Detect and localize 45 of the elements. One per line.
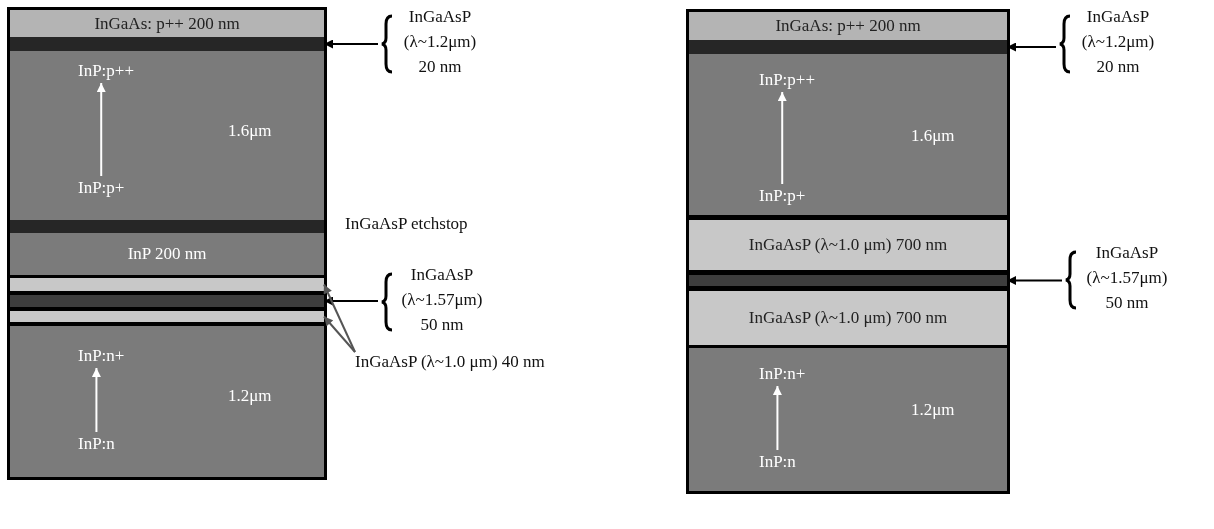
arrow — [91, 367, 101, 433]
layer-label: InGaAsP (λ~1.0 μm) 700 nm — [748, 308, 948, 328]
layer-label: InGaAsP (λ~1.0 μm) 700 nm — [748, 235, 948, 255]
layer-label: 1.6μm — [911, 126, 955, 146]
layer-label: 1.6μm — [228, 121, 272, 141]
layer-band — [10, 10, 324, 37]
callout-text: InGaAsP (λ~1.57μm) 50 nm — [1085, 242, 1169, 314]
layer-band — [689, 291, 1007, 345]
layer-band — [689, 348, 1007, 491]
arrow — [323, 315, 356, 353]
layer-bar — [10, 311, 324, 322]
layer-bar — [10, 37, 324, 51]
layer-band — [10, 326, 324, 477]
layer-label: InP:n+ — [78, 346, 125, 366]
layer-label: 1.2μm — [911, 400, 955, 420]
layer-bar — [10, 295, 324, 307]
layer-band — [689, 12, 1007, 40]
layer-label: InGaAs: p++ 200 nm — [94, 13, 240, 34]
layer-label: InGaAsP etchstop — [345, 214, 468, 234]
layer-label: InP:n+ — [759, 364, 806, 384]
layer-bar — [10, 220, 324, 233]
layer-bar — [10, 278, 324, 291]
layer-label: InP 200 nm — [127, 244, 207, 264]
callout-text: InGaAsP (λ~1.2μm) 20 nm — [402, 6, 478, 78]
layer-band — [689, 220, 1007, 270]
arrow — [772, 385, 782, 451]
layer-label: InP:n — [759, 452, 796, 472]
layer-band — [10, 51, 324, 220]
layer-label: InGaAs: p++ 200 nm — [775, 16, 921, 36]
arrow — [323, 283, 356, 353]
layer-band — [10, 233, 324, 275]
arrow — [96, 82, 106, 177]
callout-text: InGaAsP (λ~1.2μm) 20 nm — [1080, 6, 1156, 78]
layer-bar — [689, 275, 1007, 286]
layer-label: InP:p+ — [759, 186, 806, 206]
layer-band — [689, 54, 1007, 215]
callout-text: InGaAsP (λ~1.57μm) 50 nm — [400, 264, 484, 336]
layer-label: InP:p+ — [78, 178, 125, 198]
layer-label: 1.2μm — [228, 386, 272, 406]
arrow — [777, 91, 787, 185]
callout-label: InGaAsP (λ~1.0 μm) 40 nm — [355, 352, 545, 372]
layer-label: InP:p++ — [759, 70, 815, 90]
layer-label: InP:p++ — [78, 61, 134, 81]
layer-bar — [689, 40, 1007, 54]
layer-label: InP:n — [78, 434, 115, 454]
